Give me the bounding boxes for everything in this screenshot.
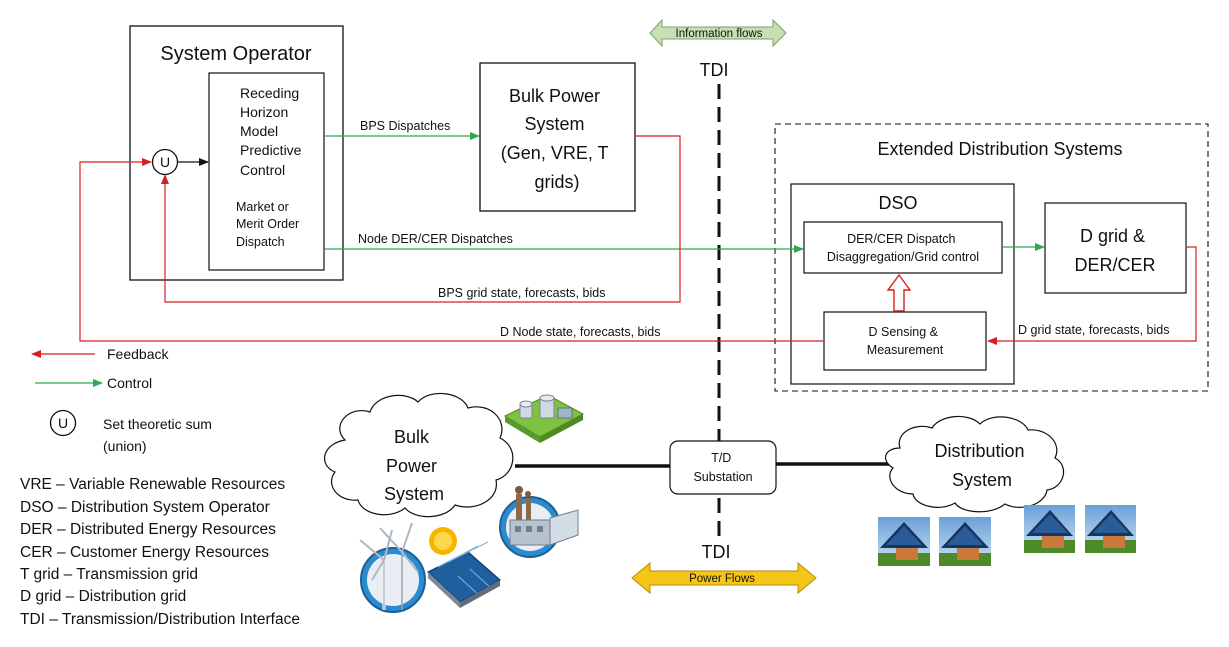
d-grid-label: D grid & DER/CER <box>1074 226 1155 275</box>
power-flows-label: Power Flows <box>689 573 755 585</box>
bulk-power-system-box: Bulk Power System (Gen, VRE, T grids) <box>479 62 636 212</box>
d-grid-state-label: D grid state, forecasts, bids <box>1018 323 1169 337</box>
dispatch-disaggregation-box <box>803 221 1003 274</box>
extended-distribution-title: Extended Distribution Systems <box>877 139 1122 159</box>
legend-control-label: Control <box>107 375 152 391</box>
bulk-power-label: Bulk Power System (Gen, VRE, T grids) <box>501 86 613 192</box>
sensing-to-dispatch-arrow <box>886 273 912 312</box>
abbreviation-item: CER – Customer Energy Resources <box>20 544 269 561</box>
information-flows-label: Information flows <box>676 28 763 40</box>
distribution-cloud: Distribution System <box>884 415 1065 513</box>
substation-label: T/D Substation <box>693 451 752 484</box>
bulk-power-cloud: Bulk Power System <box>324 392 514 518</box>
house-solar-icon <box>878 517 930 566</box>
sensing-label: D Sensing & Measurement <box>867 325 944 357</box>
legend: Feedback Control U Set theoretic sum (un… <box>31 346 216 454</box>
factory-icon <box>499 486 579 558</box>
controller-box <box>208 72 325 271</box>
d-grid-box <box>1044 202 1187 294</box>
extended-distribution-box: Extended Distribution Systems DSO DER/CE… <box>774 123 1209 392</box>
power-plant-icon <box>503 394 585 443</box>
dispatch-disaggregation-label: DER/CER Dispatch Disaggregation/Grid con… <box>827 232 979 264</box>
system-operator-title: System Operator <box>160 43 312 65</box>
d-node-state-label: D Node state, forecasts, bids <box>500 325 661 339</box>
abbreviation-list: VRE – Variable Renewable Resources DSO –… <box>20 476 300 628</box>
market-dispatch-label: Market or Merit Order Dispatch <box>236 200 303 249</box>
mpc-label: Receding Horizon Model Predictive Contro… <box>240 85 305 178</box>
abbreviation-item: TDI – Transmission/Distribution Interfac… <box>20 611 300 628</box>
power-flows-arrow: Power Flows <box>631 561 817 595</box>
tdi-bottom-label: TDI <box>702 542 731 562</box>
d-node-state-feedback <box>79 158 823 342</box>
information-flows-arrow: Information flows <box>649 18 787 48</box>
union-symbol: U <box>160 154 170 170</box>
abbreviation-item: DSO – Distribution System Operator <box>20 499 270 516</box>
system-operator-box: System Operator Receding Horizon Model P… <box>129 25 344 281</box>
house-solar-icon <box>939 517 991 566</box>
distribution-cloud-label: Distribution System <box>934 441 1029 490</box>
sensing-box <box>823 311 987 371</box>
abbreviation-item: DER – Distributed Energy Resources <box>20 521 276 538</box>
dso-title: DSO <box>878 193 917 213</box>
bps-grid-state-label: BPS grid state, forecasts, bids <box>438 286 605 300</box>
node-dispatches-label: Node DER/CER Dispatches <box>358 232 513 246</box>
bps-grid-state-feedback <box>161 135 681 303</box>
bulk-cloud-label: Bulk Power System <box>384 427 444 504</box>
house-solar-icon <box>1024 505 1075 553</box>
abbreviation-item: T grid – Transmission grid <box>20 566 198 583</box>
bps-dispatches-label: BPS Dispatches <box>360 119 450 133</box>
abbreviation-item: D grid – Distribution grid <box>20 588 186 605</box>
legend-union-symbol <box>49 409 77 437</box>
solar-panel-icon <box>426 527 502 608</box>
abbreviation-item: VRE – Variable Renewable Resources <box>20 476 285 493</box>
tdi-top-label: TDI <box>700 60 729 80</box>
house-solar-icon <box>1085 505 1136 553</box>
legend-union-label: Set theoretic sum (union) <box>103 416 216 454</box>
td-substation: T/D Substation <box>669 440 777 495</box>
legend-union-letter: U <box>58 415 68 431</box>
d-grid-state-feedback <box>987 246 1197 345</box>
wind-turbine-icon <box>359 522 426 613</box>
legend-feedback-label: Feedback <box>107 346 169 362</box>
